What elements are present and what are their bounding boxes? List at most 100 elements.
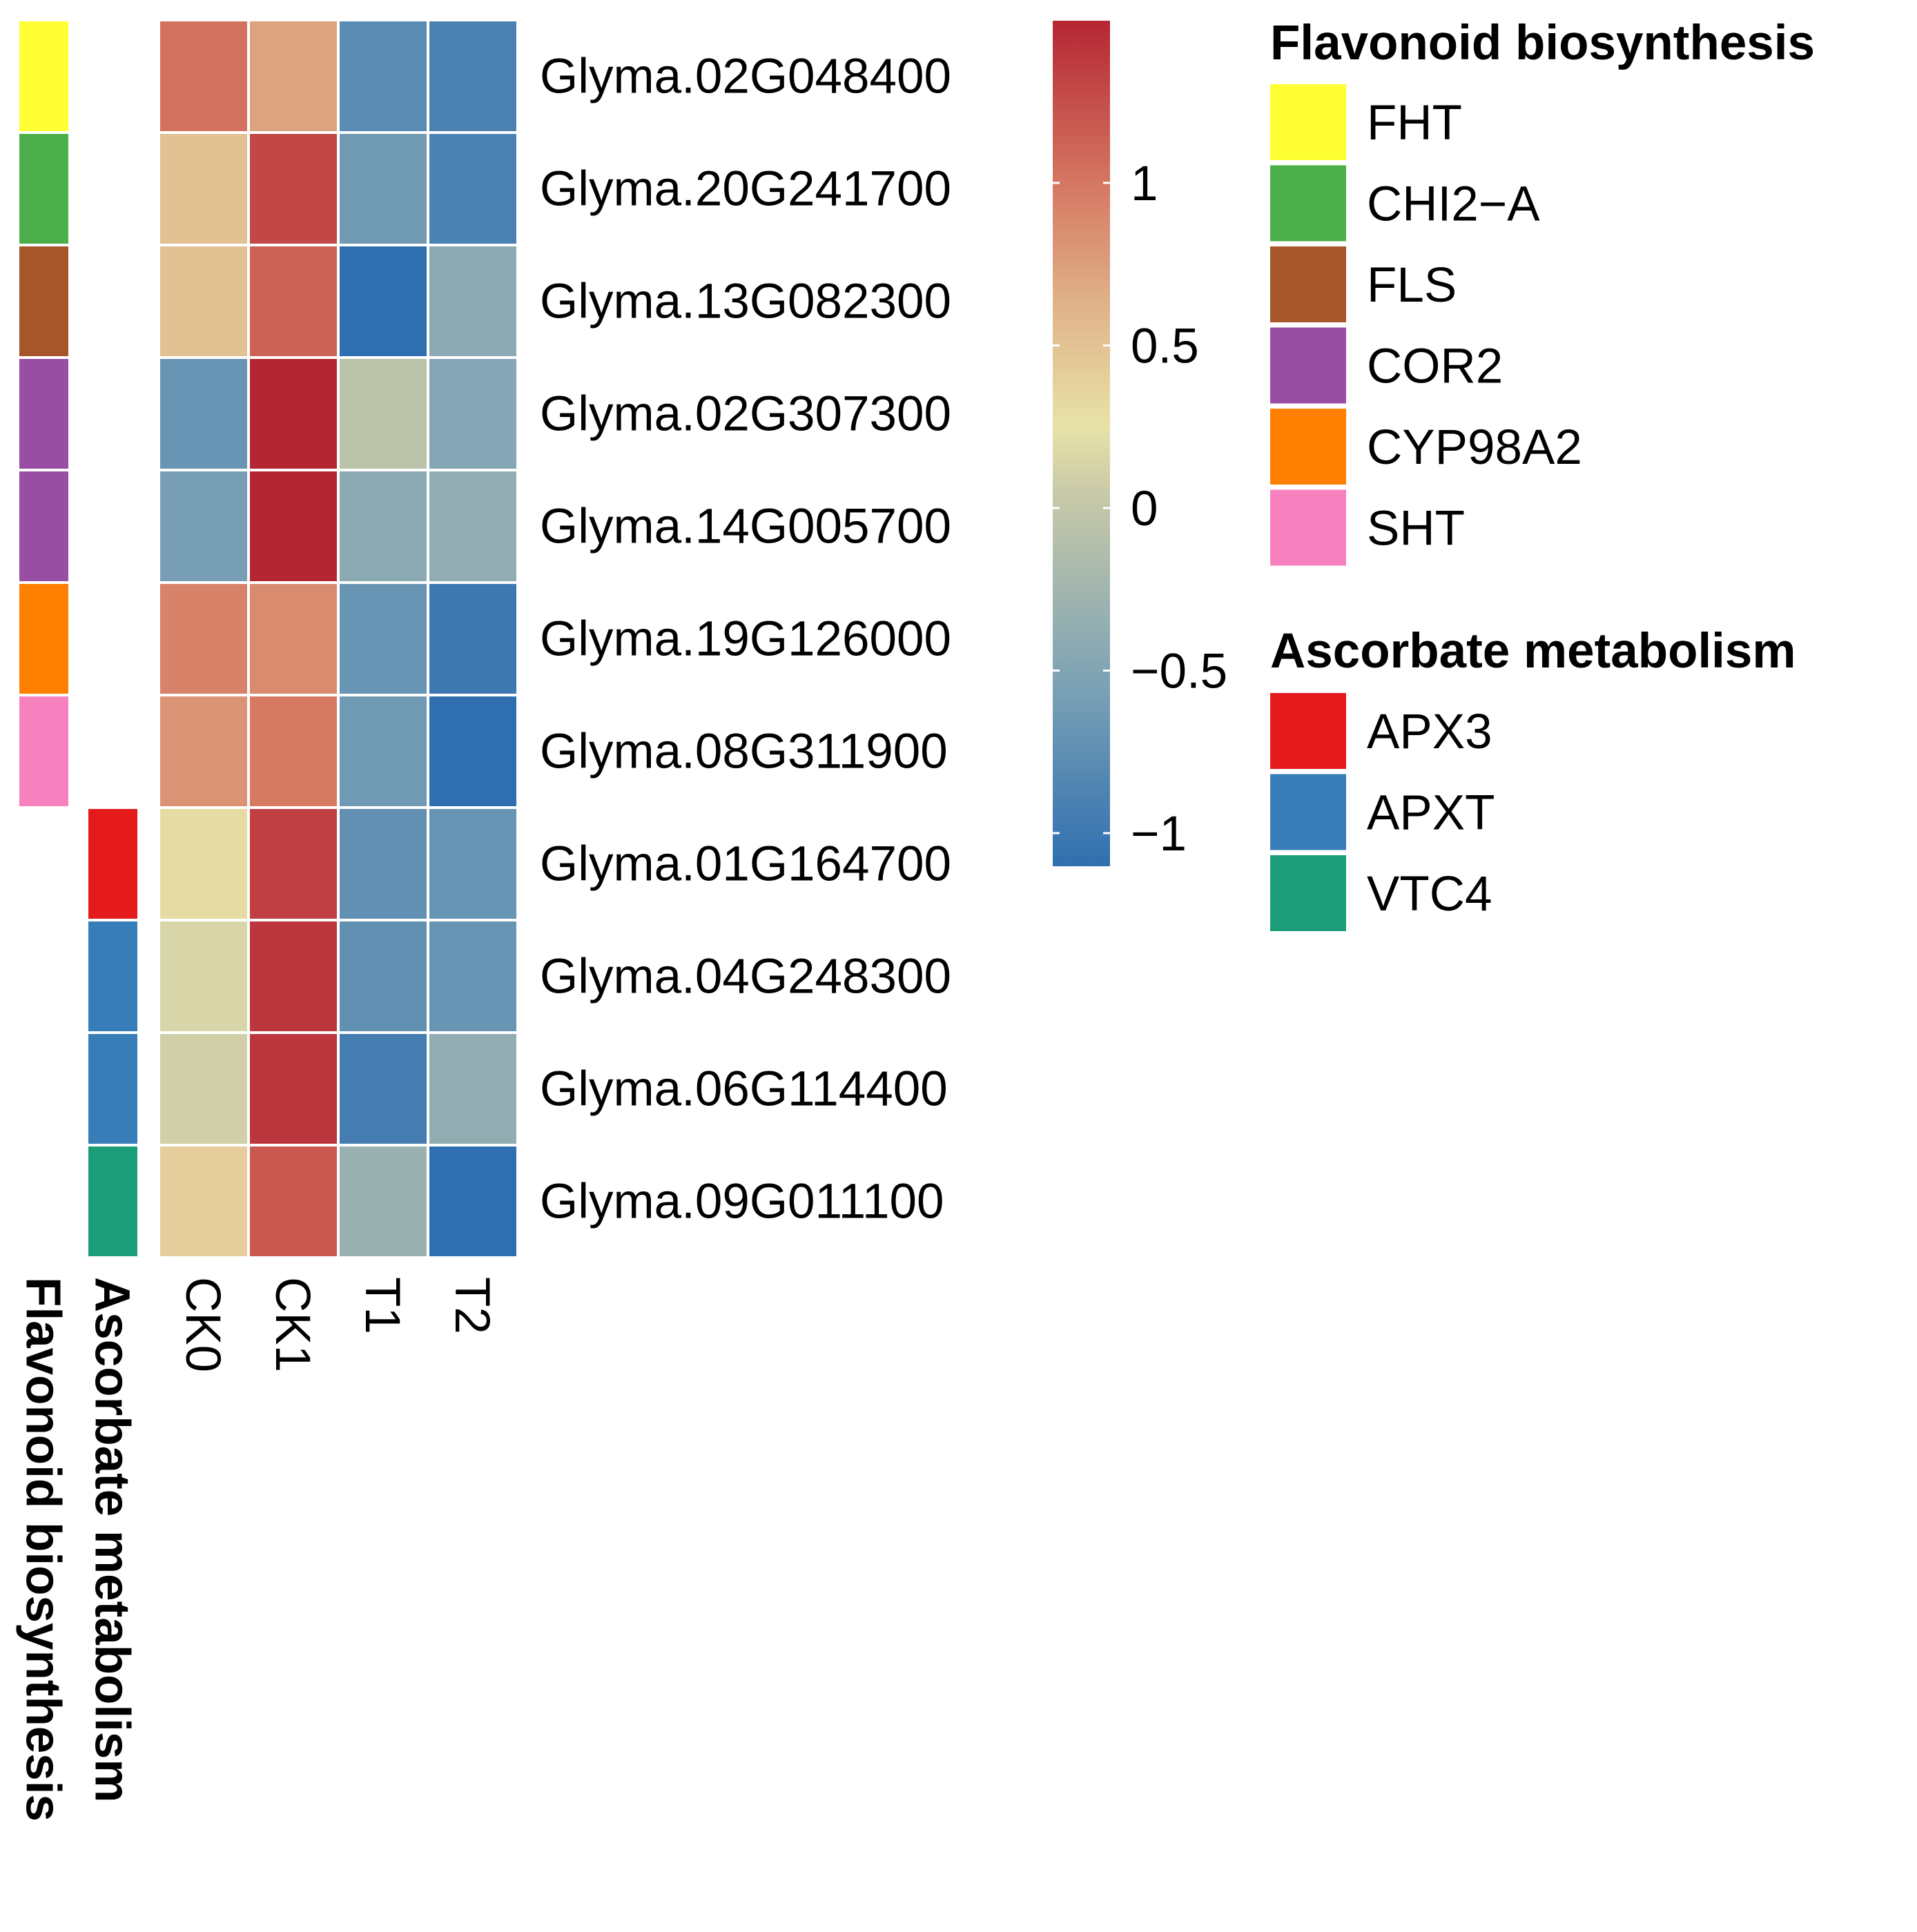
flavonoid-annotation-cell (17, 694, 71, 809)
heatmap-cell (157, 1031, 250, 1146)
heatmap-cell (247, 581, 340, 696)
legend-label: CHI2−A (1367, 177, 1540, 232)
legend-label: FLS (1367, 258, 1457, 313)
color-scale-tick-label: −0.5 (1131, 645, 1227, 699)
heatmap-cell (157, 131, 250, 246)
heatmap-cell (157, 356, 250, 471)
heatmap-cell (427, 1144, 519, 1259)
heatmap-cell (427, 131, 519, 246)
heatmap-cell (337, 19, 429, 134)
heatmap-cell (427, 1031, 519, 1146)
legend-swatch (1270, 489, 1346, 566)
flavonoid-annotation-cell (17, 19, 71, 134)
ascorbate-annotation-cell (86, 1144, 140, 1259)
heatmap-cell (427, 919, 519, 1034)
legend-label: CYP98A2 (1367, 420, 1582, 475)
column-label: T2 (445, 1277, 499, 1334)
row-label: Glyma.09G011100 (540, 1175, 944, 1229)
row-label: Glyma.14G005700 (540, 500, 951, 554)
heatmap-cell (337, 806, 429, 921)
heatmap-cell (247, 131, 340, 246)
heatmap-cell (337, 356, 429, 471)
color-scale-legend: 1 0.5 0 −0.5 −1 (1053, 21, 1227, 866)
column-label: T1 (355, 1277, 409, 1334)
heatmap-cell (157, 581, 250, 696)
heatmap-cell (337, 581, 429, 696)
flavonoid-annotation-cell (17, 356, 71, 471)
heatmap-cell (157, 1144, 250, 1259)
legend-label: SHT (1367, 502, 1465, 556)
annotation-bars (17, 19, 140, 1259)
column-label: CK0 (175, 1277, 230, 1372)
heatmap-cell (157, 469, 250, 584)
legend-label: APX3 (1367, 705, 1492, 759)
legend-swatch (1270, 693, 1346, 769)
flavonoid-track-title: Flavonoid biosynthesis (16, 1277, 70, 1822)
legend-label: FHT (1367, 96, 1462, 150)
annotation-track-titles: Flavonoid biosynthesis Ascorbate metaboli… (16, 1277, 139, 1822)
ascorbate-annotation-cell (86, 806, 140, 921)
flavonoid-annotation-cell (17, 131, 71, 246)
ascorbate-track-title: Ascorbate metabolism (85, 1277, 139, 1803)
legend-label: APXT (1367, 786, 1495, 841)
heatmap-cell (247, 1144, 340, 1259)
legend-swatch (1270, 327, 1346, 404)
row-label: Glyma.02G048400 (540, 50, 951, 104)
heatmap-cell (157, 919, 250, 1034)
flavonoid-annotation-cell (17, 581, 71, 696)
row-label: Glyma.13G082300 (540, 275, 951, 329)
heatmap-cell (247, 806, 340, 921)
heatmap-cell (337, 1144, 429, 1259)
heatmap-cell (427, 469, 519, 584)
row-label: Glyma.20G241700 (540, 162, 951, 217)
legend-label: COR2 (1367, 340, 1503, 394)
heatmap-cell (247, 1031, 340, 1146)
row-labels: Glyma.02G048400Glyma.20G241700Glyma.13G0… (540, 50, 951, 1229)
heatmap-cell (427, 356, 519, 471)
heatmap-cell (247, 919, 340, 1034)
row-label: Glyma.02G307300 (540, 387, 951, 442)
heatmap-cell (157, 244, 250, 359)
heatmap-cell (247, 356, 340, 471)
heatmap-cell (337, 694, 429, 809)
heatmap-cell (427, 694, 519, 809)
column-labels: CK0 CK1 T1 T2 (175, 1277, 499, 1372)
heatmap-cell (337, 919, 429, 1034)
column-label: CK1 (265, 1277, 320, 1372)
heatmap-cell (157, 694, 250, 809)
ascorbate-legend-title: Ascorbate metabolism (1270, 624, 1796, 679)
color-scale-tick-label: 0.5 (1131, 320, 1199, 374)
legend-swatch (1270, 855, 1346, 931)
row-label: Glyma.04G248300 (540, 950, 951, 1004)
heatmap-cell (247, 469, 340, 584)
legend-swatch (1270, 774, 1346, 850)
row-label: Glyma.19G126000 (540, 612, 951, 667)
heatmap-cell (337, 131, 429, 246)
heatmap-cell (337, 1031, 429, 1146)
heatmap-cell (337, 244, 429, 359)
heatmap-cell (247, 19, 340, 134)
ascorbate-annotation-cell (86, 919, 140, 1034)
flavonoid-legend-title: Flavonoid biosynthesis (1270, 16, 1815, 70)
heatmap-cell (247, 694, 340, 809)
legend-label: VTC4 (1367, 867, 1492, 921)
color-scale-tick-label: −1 (1131, 807, 1187, 861)
heatmap-cell (157, 806, 250, 921)
legend-swatch (1270, 409, 1346, 485)
flavonoid-annotation-cell (17, 244, 71, 359)
flavonoid-annotation-cell (17, 469, 71, 584)
heatmap-cells (157, 19, 519, 1259)
color-scale-bar (1053, 21, 1110, 866)
color-scale-tick-label: 1 (1131, 157, 1158, 211)
heatmap-cell (157, 19, 250, 134)
heatmap-cell (427, 581, 519, 696)
color-scale-tick-label: 0 (1131, 482, 1158, 536)
legend-swatch (1270, 84, 1346, 160)
legend-swatch (1270, 246, 1346, 322)
heatmap-cell (427, 806, 519, 921)
row-label: Glyma.08G311900 (540, 725, 948, 779)
row-label: Glyma.06G114400 (540, 1062, 948, 1117)
legend-swatch (1270, 165, 1346, 242)
